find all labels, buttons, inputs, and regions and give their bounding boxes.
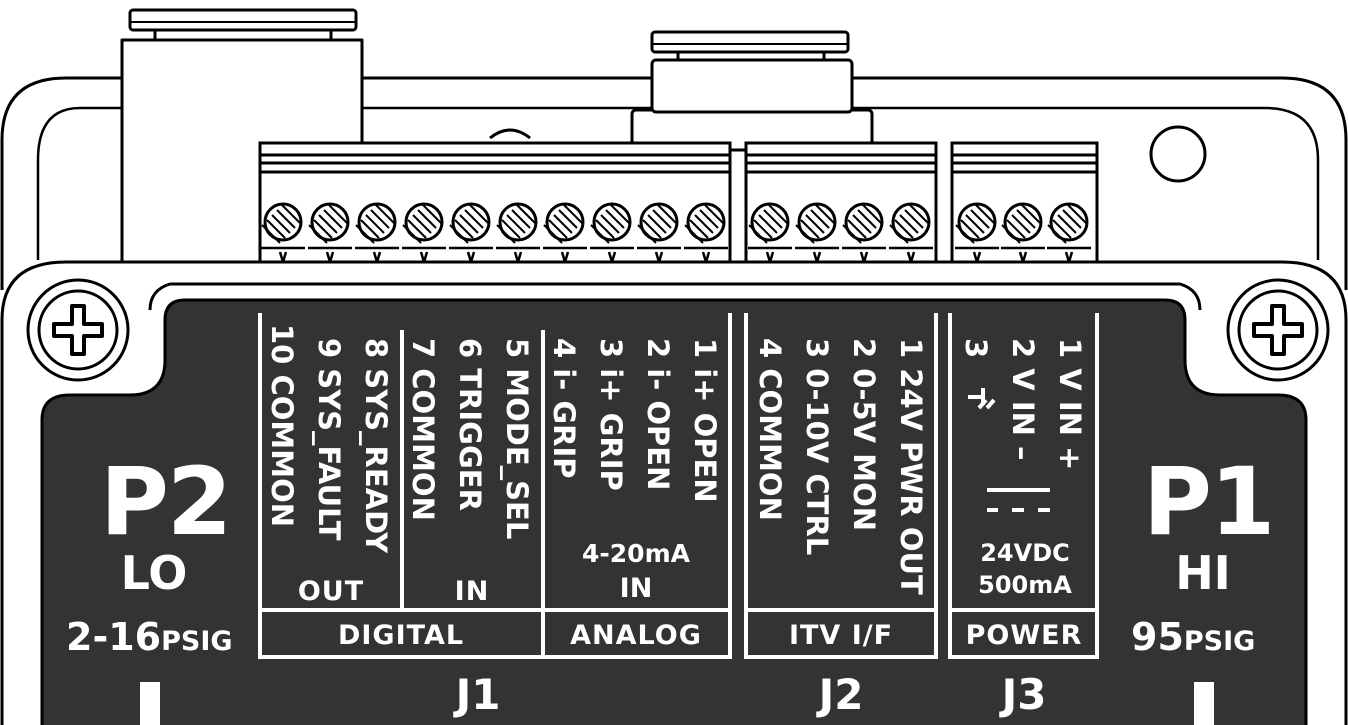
- analog-in: IN: [619, 572, 653, 604]
- j3-pin-label: 2 V IN –: [1006, 338, 1040, 461]
- j1-pin-label: 2 i- OPEN: [641, 338, 675, 491]
- terminal-screw-icon[interactable]: [684, 202, 728, 267]
- group-power: POWER: [965, 620, 1083, 651]
- terminal-screw-icon[interactable]: [355, 202, 399, 267]
- j2-pin-label: 4 COMMON: [753, 338, 787, 521]
- j3-pin-label: 1 V IN +: [1053, 338, 1087, 471]
- j1-pin-label: 6 TRIGGER: [453, 338, 487, 511]
- p1-pressure: 95PSIG: [1131, 618, 1255, 656]
- j1-pin-label: 7 COMMON: [406, 338, 440, 521]
- phillips-screw-icon: [26, 278, 130, 382]
- p1-port-sub: HI: [1175, 546, 1231, 600]
- p2-pressure-unit: PSIG: [161, 626, 233, 657]
- j2-pin-label: 1 24V PWR OUT: [894, 338, 928, 595]
- j1-terminal-block: [258, 141, 732, 267]
- terminal-screw-icon[interactable]: [543, 202, 587, 267]
- terminal-screw-icon[interactable]: [402, 202, 446, 267]
- terminal-screw-icon[interactable]: [590, 202, 634, 267]
- terminal-screw-icon[interactable]: [795, 202, 839, 267]
- port-indicator-bars: [140, 682, 1214, 725]
- j2-pin-label: 2 0-5V MON: [847, 338, 881, 531]
- j1-pin-label: 9 SYS_FAULT: [312, 338, 346, 541]
- connector-j3: J3: [1001, 670, 1047, 719]
- dc-symbol-icon: [987, 488, 1050, 512]
- terminal-screw-icon[interactable]: [637, 202, 681, 267]
- connector-j2: J2: [818, 670, 864, 719]
- terminal-screw-icon[interactable]: [955, 202, 999, 267]
- right-fitting-cap: [650, 30, 850, 54]
- p2-pressure: 2-16PSIG: [66, 618, 233, 656]
- power-current: 500mA: [978, 570, 1072, 599]
- subgroup-in: IN: [454, 576, 490, 607]
- ground-symbol-icon: [968, 388, 996, 410]
- j1-pin-label: 3 i+ GRIP: [594, 338, 628, 491]
- j1-pin-label: 4 i- GRIP: [547, 338, 581, 479]
- p1-pressure-unit: PSIG: [1183, 626, 1256, 657]
- p2-port-sub: LO: [120, 546, 188, 600]
- mount-hole: [1149, 125, 1207, 183]
- connector-j1: J1: [455, 670, 501, 719]
- j1-pin-label: 1 i+ OPEN: [688, 338, 722, 503]
- terminal-screw-icon[interactable]: [261, 202, 305, 267]
- j2-pin-label: 3 0-10V CTRL: [800, 338, 834, 556]
- subgroup-out: OUT: [297, 576, 365, 607]
- left-fitting-cap: [128, 8, 358, 32]
- power-voltage: 24VDC: [980, 539, 1070, 567]
- subgroup-power: 24VDC 500mA: [978, 539, 1072, 599]
- terminal-screw-icon[interactable]: [1001, 202, 1045, 267]
- j3-pin-label: 3: [959, 338, 993, 359]
- group-analog: ANALOG: [570, 620, 702, 651]
- p2-port-name: P2: [100, 448, 232, 557]
- p1-pressure-value: 95: [1131, 615, 1184, 659]
- j1-pin-label: 10 COMMON: [265, 324, 299, 528]
- terminal-screw-icon[interactable]: [748, 202, 792, 267]
- analog-range: 4-20mA: [582, 539, 690, 568]
- label-frame-lines: [258, 313, 1099, 659]
- phillips-screw-icon: [1226, 278, 1330, 382]
- terminal-screw-icon[interactable]: [449, 202, 493, 267]
- group-itv: ITV I/F: [788, 620, 894, 651]
- p2-pressure-value: 2-16: [66, 615, 162, 659]
- subgroup-analog: 4-20mA IN: [582, 539, 690, 604]
- terminal-screw-icon[interactable]: [308, 202, 352, 267]
- p1-port-name: P1: [1143, 448, 1275, 557]
- j2-terminal-block: [744, 141, 938, 267]
- terminal-screw-icon[interactable]: [496, 202, 540, 267]
- group-digital: DIGITAL: [337, 620, 465, 651]
- j1-pin-label: 8 SYS_READY: [359, 338, 393, 554]
- j1-pin-label: 5 MODE_SEL: [500, 338, 534, 540]
